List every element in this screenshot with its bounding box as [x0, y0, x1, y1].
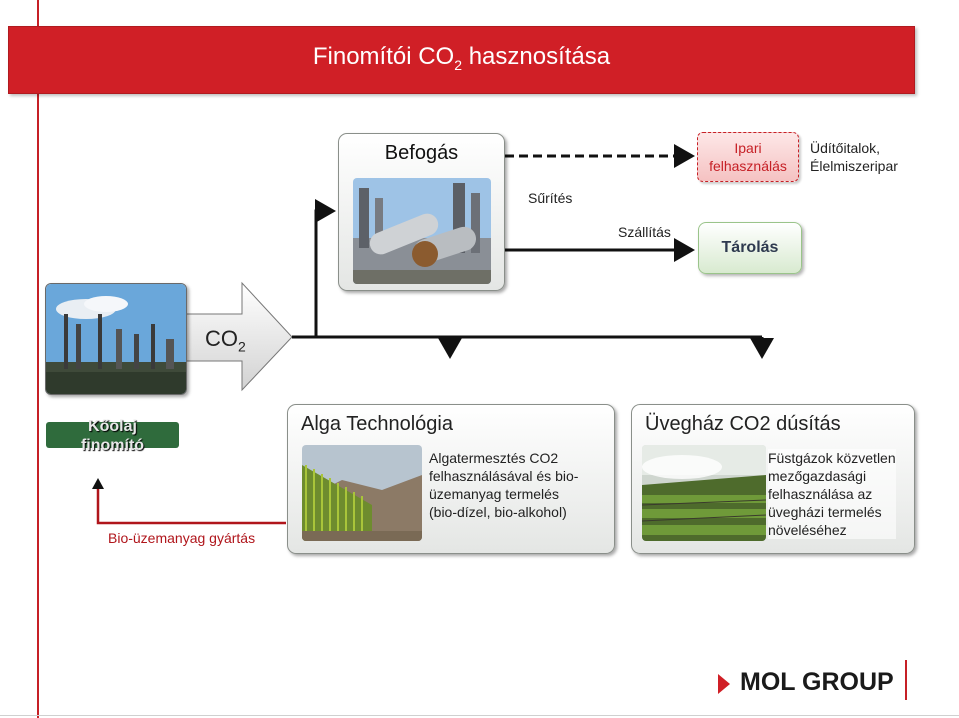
left-red-rule — [37, 0, 39, 718]
algae-title: Alga Technológia — [301, 413, 453, 435]
co2-arrow-label: CO2 — [205, 326, 246, 355]
refinery-label-bg — [46, 422, 179, 448]
title-bar: Finomítói CO2 hasznosítása — [8, 26, 915, 94]
capture-plant-photo — [353, 178, 491, 284]
algae-description: Algatermesztés CO2 felhasználásával és b… — [429, 450, 579, 520]
co2-arrow-shape — [185, 281, 293, 392]
storage-label: Tárolás — [721, 239, 779, 256]
storage-box: Tárolás — [698, 222, 802, 274]
logo-red-rule — [905, 660, 907, 700]
greenhouse-title: Üvegház CO2 dúsítás — [645, 413, 841, 435]
biofuel-production-label: Bio-üzemanyag gyártás — [108, 530, 256, 546]
greenhouse-photo — [642, 445, 766, 541]
greenhouse-description: Füstgázok közvetlen mezőgazdasági felhas… — [768, 449, 896, 539]
capture-label: Befogás — [384, 142, 459, 164]
algae-technology-box: Alga Technológia Algatermesztés CO2 felh… — [287, 404, 615, 554]
mol-logo-chevron-icon — [718, 674, 730, 694]
transport-label: Szállítás — [618, 224, 671, 240]
bottom-rule — [0, 715, 959, 716]
refinery-photo — [45, 283, 187, 395]
industry-targets-text: Üdítőitalok,Élelmiszeripar — [810, 140, 898, 174]
greenhouse-box: Üvegház CO2 dúsítás Füstgázok közvetlen … — [631, 404, 915, 554]
capture-box: Befogás — [338, 133, 505, 291]
page-title: Finomítói CO2 hasznosítása — [312, 43, 611, 73]
algae-photo — [302, 445, 422, 541]
mol-group-logo: MOL GROUP — [740, 668, 894, 696]
compression-label: Sűrítés — [528, 190, 573, 206]
